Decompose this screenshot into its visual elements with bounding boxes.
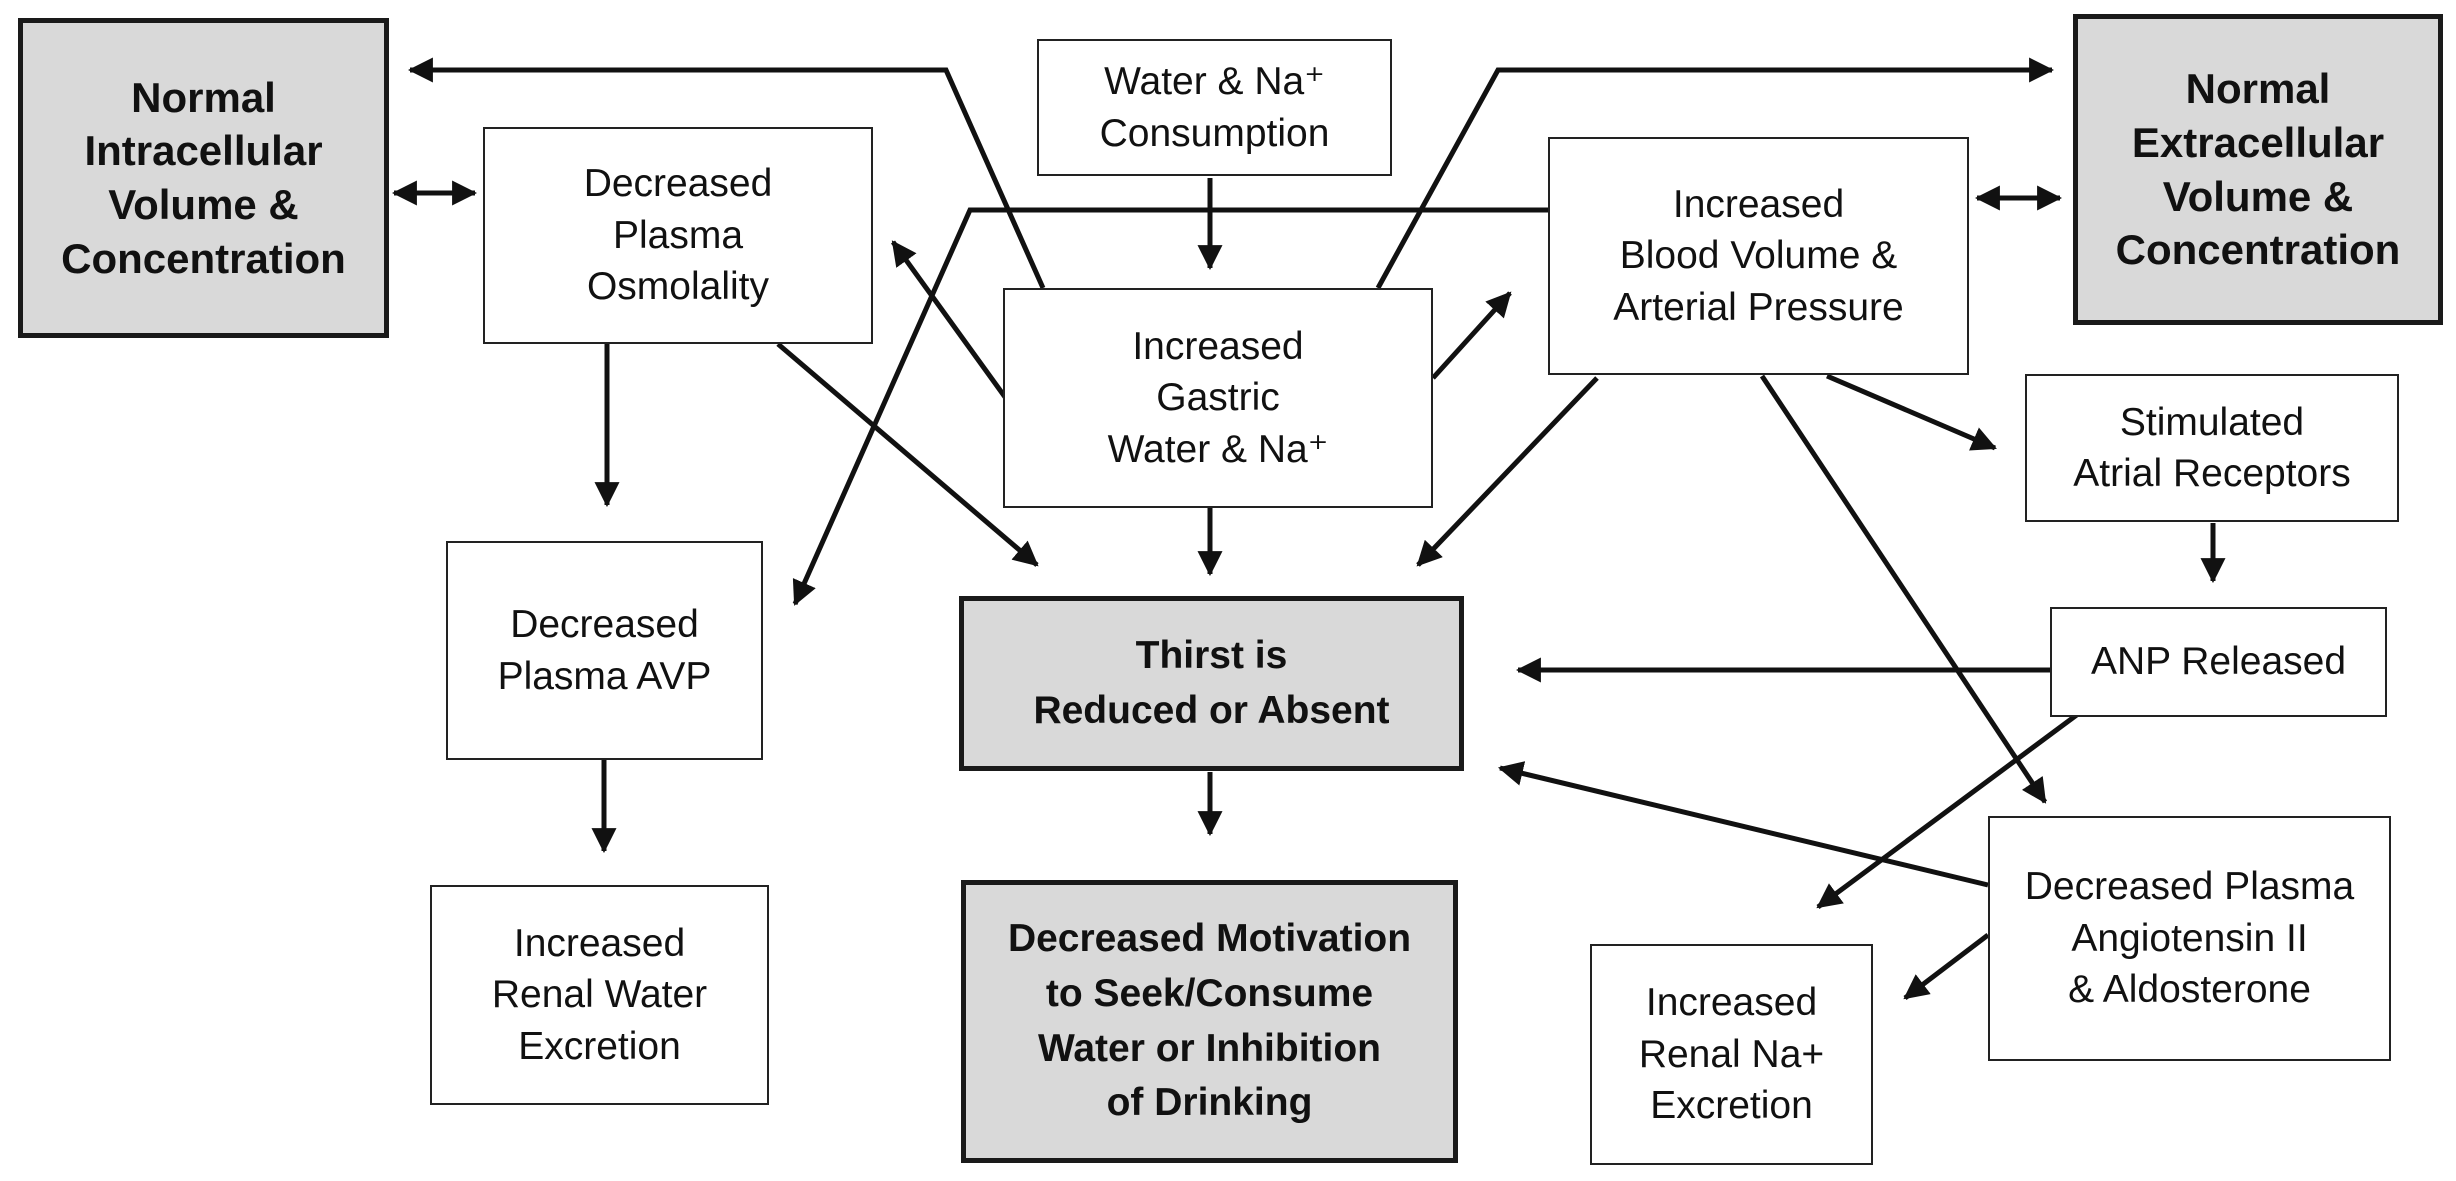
node-blood-volume: Increased Blood Volume & Arterial Pressu… — [1548, 137, 1969, 375]
arrow-blood-volume-to-avp — [792, 207, 1550, 606]
arrow-anp-to-renal-na — [1816, 711, 2080, 910]
arrow-gastric-to-blood-volume — [1431, 291, 1512, 380]
node-renal-na: Increased Renal Na+ Excretion — [1590, 944, 1873, 1165]
node-plasma-avp: Decreased Plasma AVP — [446, 541, 763, 760]
arrow-gastric-to-extracellular — [1375, 57, 2055, 290]
arrow-angiotensin-to-thirst — [1497, 761, 1989, 888]
node-atrial-receptors: Stimulated Atrial Receptors — [2025, 374, 2399, 522]
arrow-blood-volume-to-angiotensin — [1759, 374, 2048, 804]
arrow-osmolality-to-thirst — [776, 342, 1039, 567]
arrow-gastric-to-intracellular — [407, 57, 1046, 290]
node-plasma-osmolality: Decreased Plasma Osmolality — [483, 127, 873, 344]
node-water-na-consumption: Water & Na⁺ Consumption — [1037, 39, 1392, 176]
arrow-angiotensin-to-renal-na — [1903, 933, 1990, 1000]
arrow-blood-volume-to-atrial — [1826, 373, 1997, 451]
node-motivation: Decreased Motivation to Seek/Consume Wat… — [961, 880, 1458, 1163]
node-anp: ANP Released — [2050, 607, 2387, 717]
node-angiotensin: Decreased Plasma Angiotensin II & Aldost… — [1988, 816, 2391, 1061]
arrow-blood-volume-to-thirst — [1416, 376, 1599, 567]
node-gastric: Increased Gastric Water & Na⁺ — [1003, 288, 1433, 508]
arrow-gastric-to-osmolality — [890, 240, 1008, 399]
node-thirst: Thirst is Reduced or Absent — [959, 596, 1464, 771]
node-extracellular: Normal Extracellular Volume & Concentrat… — [2073, 14, 2443, 325]
node-intracellular: Normal Intracellular Volume & Concentrat… — [18, 18, 389, 338]
node-renal-water: Increased Renal Water Excretion — [430, 885, 769, 1105]
